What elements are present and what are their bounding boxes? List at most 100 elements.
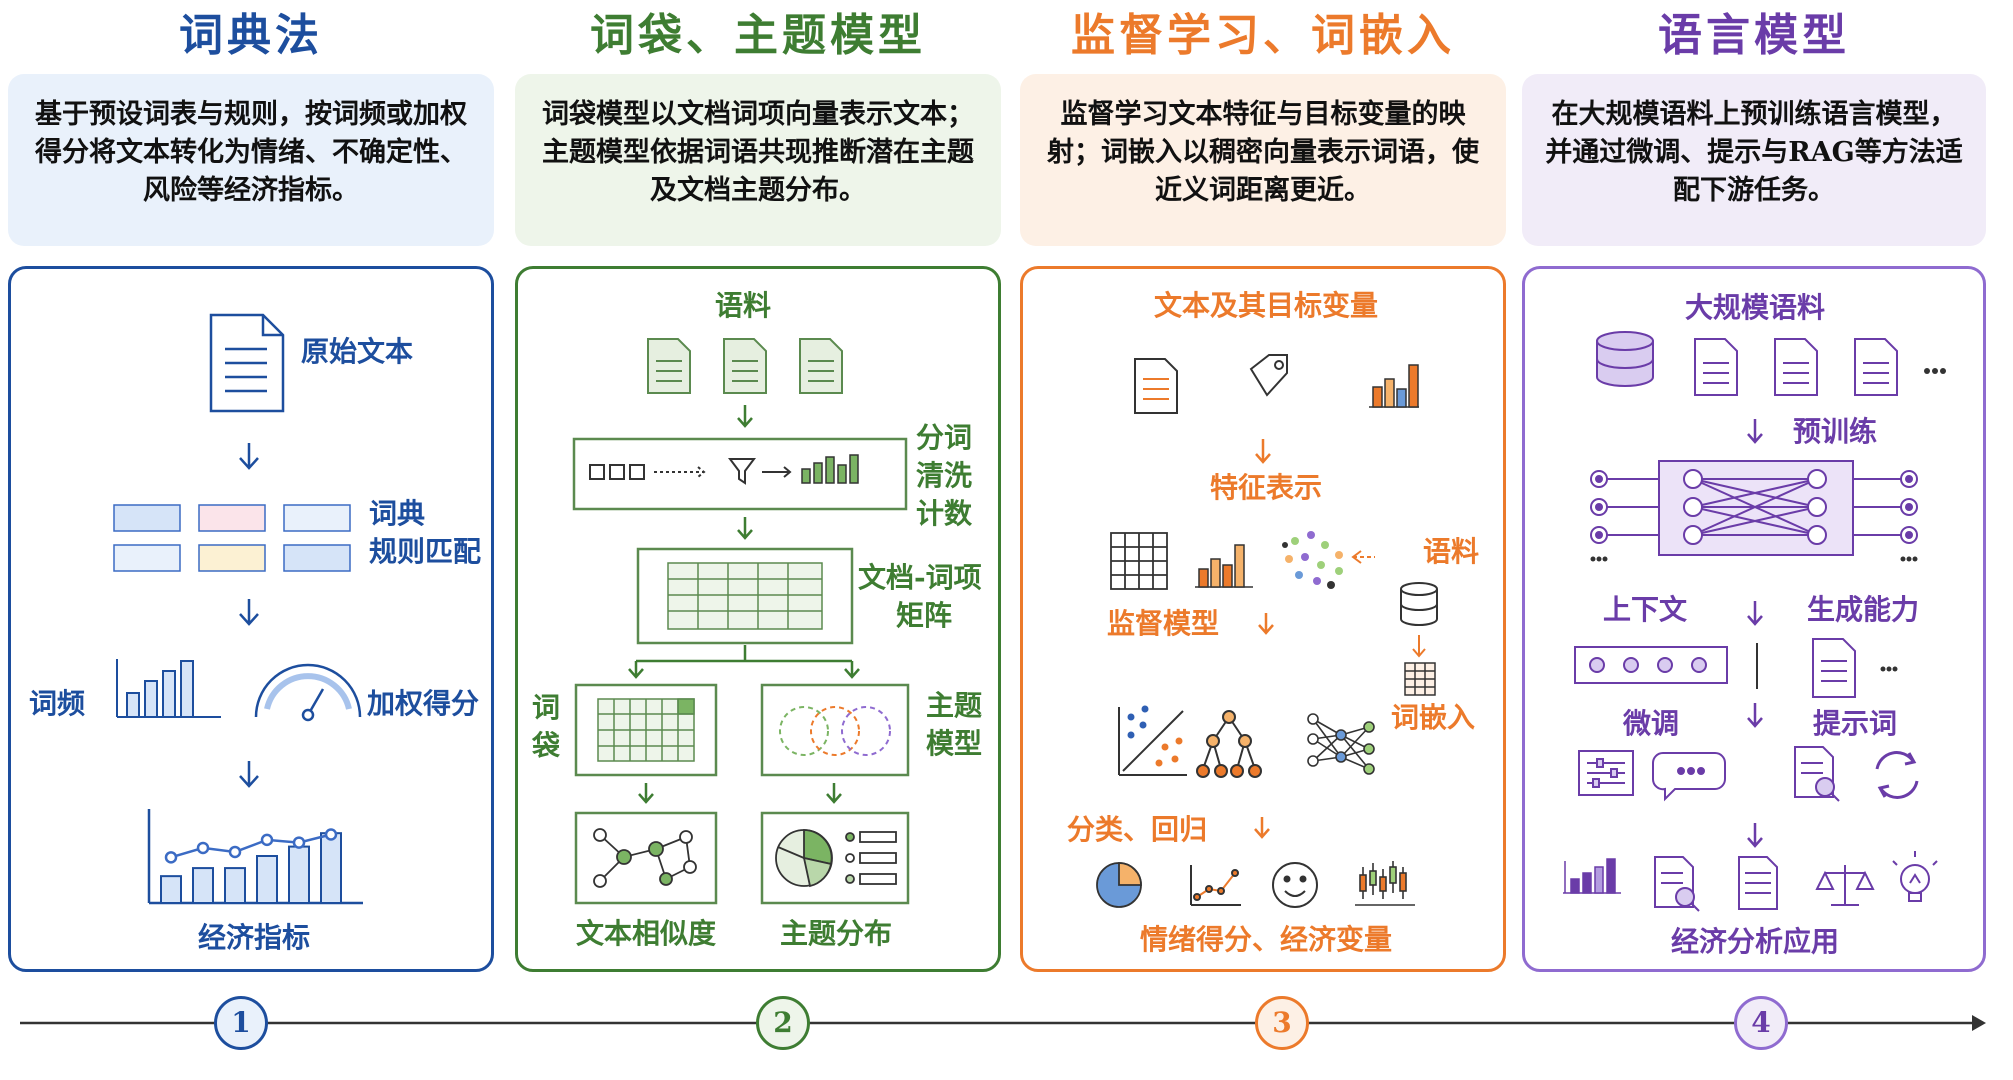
legend-list-icon bbox=[845, 831, 897, 885]
feature-bars-icon bbox=[1195, 544, 1253, 588]
decision-tree-icon bbox=[1196, 710, 1262, 778]
step-2: 2 bbox=[756, 996, 810, 1050]
column-description: 在大规模语料上预训练语言模型，并通过微调、提示与RAG等方法适配下游任务。 bbox=[1522, 74, 1986, 246]
topic-circles-icon bbox=[779, 706, 891, 756]
dictionary-flow-art bbox=[113, 313, 363, 905]
column-title: 语言模型 bbox=[1658, 10, 1850, 61]
panel-bag-of-words: 语料 分词 清洗 计数 文档-词项 矩阵 词 袋 主题 模型 文本相似度 主题分… bbox=[515, 266, 1001, 972]
network-graph-icon bbox=[593, 828, 697, 888]
label-dictionary: 词典 bbox=[369, 497, 426, 530]
label-rule-match: 规则匹配 bbox=[369, 535, 482, 568]
trend-line-icon bbox=[1190, 865, 1241, 906]
label-count: 计数 bbox=[916, 497, 973, 530]
embedding-cloud-icon bbox=[1282, 531, 1343, 589]
balance-scale-icon bbox=[1815, 865, 1875, 906]
label-word-frequency: 词频 bbox=[29, 687, 86, 720]
econ-index-points bbox=[164, 828, 338, 864]
dictionary-grid-icon bbox=[113, 504, 351, 572]
column-bag-of-words: 词袋、主题模型 词袋模型以文档词项向量表示文本；主题模型依据词语共现推断潜在主题… bbox=[515, 0, 1001, 990]
index-point bbox=[164, 851, 178, 864]
candlestick-icon bbox=[1355, 861, 1415, 906]
label-corpus: 语料 bbox=[714, 289, 771, 322]
label-feature: 特征表示 bbox=[1209, 471, 1322, 504]
neural-network-icon bbox=[1307, 713, 1375, 775]
panel-language-model: 大规模语料 预训练 上下文 生成能力 微调 提示词 经济分析应用 bbox=[1522, 266, 1986, 972]
chat-bubble-icon bbox=[1651, 752, 1726, 802]
ellipsis-icon bbox=[1590, 556, 1918, 562]
label-clean: 清洗 bbox=[916, 459, 973, 492]
ellipsis-icon bbox=[1880, 666, 1898, 672]
index-point bbox=[196, 841, 210, 855]
label-text-target: 文本及其目标变量 bbox=[1153, 289, 1378, 322]
index-point bbox=[292, 836, 306, 849]
label-bow-1: 词 bbox=[532, 691, 561, 724]
arrow-down-icon bbox=[1254, 817, 1270, 839]
document-icon bbox=[209, 313, 285, 413]
token-boxes-icon bbox=[589, 464, 645, 480]
arrow-down-icon bbox=[1747, 703, 1763, 728]
bow-flow-art bbox=[572, 338, 910, 905]
refresh-icon bbox=[1875, 751, 1919, 799]
search-document-icon bbox=[1794, 746, 1840, 802]
arrow-right-icon bbox=[762, 466, 792, 478]
label-output: 情绪得分、经济变量 bbox=[1139, 923, 1392, 956]
database-icon bbox=[1400, 582, 1438, 626]
bow-matrix-icon bbox=[597, 698, 695, 762]
pie-chart-icon bbox=[1096, 862, 1142, 908]
econ-index-bars bbox=[160, 832, 342, 905]
panel-dictionary: 原始文本 词典 规则匹配 词频 加权得分 经济指标 bbox=[8, 266, 494, 972]
search-document-icon bbox=[1654, 856, 1700, 912]
dtm-matrix-icon bbox=[667, 562, 823, 630]
column-title: 词袋、主题模型 bbox=[590, 10, 926, 61]
transformer-icon bbox=[1590, 460, 1918, 556]
arrow-left-icon bbox=[1351, 550, 1362, 564]
label-generation: 生成能力 bbox=[1807, 593, 1920, 626]
step-4: 4 bbox=[1734, 996, 1788, 1050]
llm-flow-art bbox=[1563, 331, 1946, 912]
column-title: 监督学习、词嵌入 bbox=[1071, 10, 1455, 61]
corpus-documents-icon bbox=[1694, 338, 1898, 396]
label-classification-regression: 分类、回归 bbox=[1067, 813, 1208, 846]
index-bar bbox=[192, 867, 214, 904]
sliders-icon bbox=[1578, 750, 1634, 796]
label-corpus: 语料 bbox=[1423, 535, 1480, 568]
label-dtm-2: 矩阵 bbox=[896, 599, 953, 632]
arrow-down-icon bbox=[1747, 419, 1763, 444]
ellipsis-icon bbox=[1924, 368, 1946, 374]
column-description: 词袋模型以文档词项向量表示文本；主题模型依据词语共现推断潜在主题及文档主题分布。 bbox=[515, 74, 1001, 246]
label-similarity: 文本相似度 bbox=[575, 917, 716, 950]
index-bar bbox=[288, 845, 310, 904]
feature-table-icon bbox=[1110, 532, 1168, 590]
step-3: 3 bbox=[1255, 996, 1309, 1050]
similarity-box bbox=[574, 811, 718, 905]
arrow-down-icon bbox=[737, 517, 753, 540]
column-dictionary: 词典法 基于预设词表与规则，按词频或加权得分将文本转化为情绪、不确定性、风险等经… bbox=[8, 0, 494, 990]
index-point bbox=[324, 828, 338, 841]
panel-supervised: 文本及其目标变量 特征表示 语料 监督模型 词嵌入 分类、回归 情绪得分、经济变… bbox=[1020, 266, 1506, 972]
index-bar bbox=[160, 875, 182, 905]
index-point bbox=[260, 833, 274, 847]
branch-arrows-icon bbox=[628, 645, 860, 679]
topic-box bbox=[760, 683, 910, 777]
embedding-matrix-icon bbox=[1404, 662, 1436, 696]
label-context: 上下文 bbox=[1603, 593, 1688, 626]
bar-chart-icon bbox=[1563, 858, 1621, 894]
arrow-right-icon bbox=[654, 466, 706, 478]
arrow-down-icon bbox=[638, 783, 842, 804]
arrow-down-icon bbox=[1747, 601, 1763, 626]
pie-chart-icon bbox=[775, 829, 833, 888]
column-supervised: 监督学习、词嵌入 监督学习文本特征与目标变量的映射；词嵌入以稠密向量表示词语，使… bbox=[1020, 0, 1506, 990]
arrow-down-icon bbox=[239, 443, 259, 470]
count-bars-icon bbox=[801, 454, 859, 484]
timeline bbox=[20, 1015, 1986, 1031]
smiley-icon bbox=[1272, 862, 1318, 908]
filter-icon bbox=[728, 458, 756, 485]
frequency-bars-icon bbox=[116, 659, 221, 718]
label-topic-1: 主题 bbox=[926, 689, 983, 722]
arrow-down-icon bbox=[1412, 635, 1426, 658]
target-bars-icon bbox=[1369, 364, 1419, 408]
label-econ-index: 经济指标 bbox=[197, 921, 310, 954]
arrow-down-icon bbox=[1255, 439, 1271, 464]
label-topic-dist: 主题分布 bbox=[779, 917, 892, 950]
corpus-documents-icon bbox=[647, 338, 843, 394]
